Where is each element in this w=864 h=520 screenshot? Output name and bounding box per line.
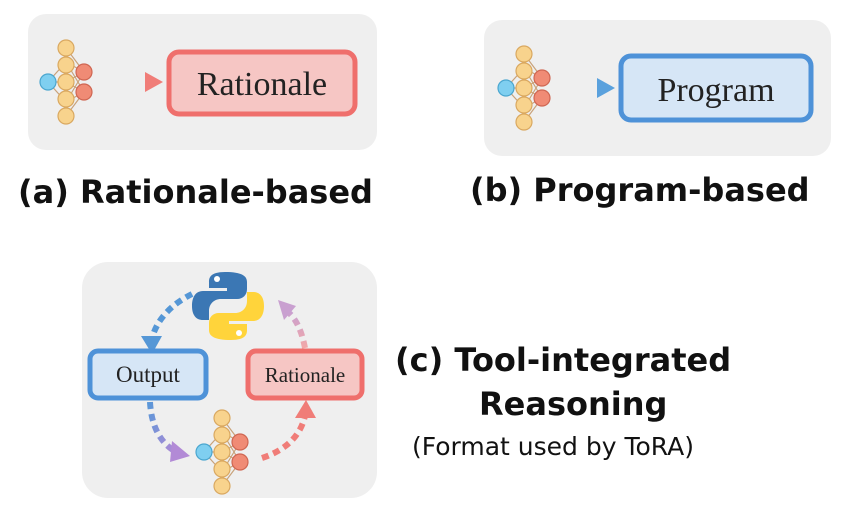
dashed-arrow-icon [147,401,190,462]
panel-c-caption-line2: Reasoning [479,385,667,423]
rationale-box-label: Rationale [197,66,327,103]
output-box [87,348,209,401]
dashed-arrow-icon [261,400,316,461]
panel-a: Rationale [28,14,377,150]
rationale-box-label: Rationale [265,363,345,387]
rationale-box [166,49,358,117]
rationale-box [245,348,365,401]
dashed-arrow-icon [96,72,163,92]
program-box [618,53,814,123]
dashed-arrow-icon [141,291,194,354]
program-box-label: Program [657,72,774,109]
panel-b: Program [484,20,831,156]
python-logo-icon [192,272,264,340]
panel-b-caption: (b) Program-based [470,171,810,209]
output-box-label: Output [116,362,181,387]
dashed-arrow-icon [553,78,615,98]
panel-c: Output Rationale [82,262,377,498]
panel-a-caption: (a) Rationale-based [18,173,373,211]
panel-c-background [82,262,377,498]
dashed-arrow-icon [278,300,308,349]
panel-c-note: (Format used by ToRA) [412,432,694,461]
panel-c-caption-line1: (c) Tool-integrated [395,341,731,379]
